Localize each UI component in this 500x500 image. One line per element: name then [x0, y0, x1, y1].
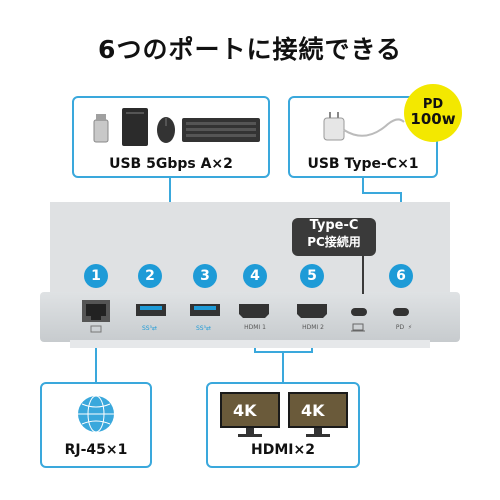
- hdmi-callout: 4K 4K HDMI×2: [206, 382, 360, 468]
- usb-c-charger-icon: [323, 112, 405, 141]
- usb-c-pd-port-icon: [393, 308, 409, 316]
- port-number-4: 4: [243, 264, 267, 288]
- usb-flash-drive-icon: [93, 114, 109, 143]
- keyboard-icon: [182, 118, 260, 142]
- page-title: 6つのポートに接続できる: [98, 35, 402, 64]
- port-number-6: 6: [389, 264, 413, 288]
- lightning-icon: ⚡: [407, 324, 413, 331]
- rj45-label: RJ-45×1: [64, 442, 128, 458]
- svg-text:SS⁵⇄: SS⁵⇄: [196, 325, 211, 332]
- mouse-icon: [157, 117, 175, 143]
- rj45-callout: RJ-45×1: [40, 382, 152, 468]
- monitor-icon: 4K: [288, 392, 348, 437]
- usb-c-pc-port-icon: [351, 308, 367, 332]
- port-number-2: 2: [138, 264, 162, 288]
- rj45-port-icon: [82, 300, 110, 333]
- typec-pc-connection-note: Type-C PC接続用: [292, 218, 376, 256]
- pd-badge-line2: 100w: [410, 109, 456, 128]
- hdmi-2-port-label: HDMI 2: [302, 324, 324, 331]
- globe-icon: [78, 395, 114, 433]
- dual-4k-monitors-illustration: 4K 4K: [220, 392, 348, 437]
- usb-a-port-2-icon: SS⁵⇄: [190, 304, 220, 332]
- hdmi-label: HDMI×2: [251, 442, 315, 458]
- typec-note-line2: PC接続用: [307, 235, 361, 249]
- usb-c-label: USB Type-C×1: [307, 156, 419, 172]
- typec-note-line1: Type-C: [309, 218, 359, 233]
- usb-a-label: USB 5Gbps A×2: [109, 156, 233, 172]
- monitor-icon: 4K: [220, 392, 280, 437]
- pd-badge-line1: PD: [422, 97, 444, 113]
- usb-a-callout: USB 5Gbps A×2: [72, 96, 270, 178]
- pd-port-label: PD: [395, 324, 405, 331]
- pd-100w-badge: PD 100w: [404, 84, 462, 142]
- svg-text:SS⁵⇄: SS⁵⇄: [142, 325, 157, 332]
- port-number-3: 3: [193, 264, 217, 288]
- monitor-4k-text-2: 4K: [301, 401, 325, 420]
- hdmi-port-2-icon: [297, 304, 327, 318]
- external-drive-icon: [122, 108, 148, 146]
- monitor-4k-text-1: 4K: [233, 401, 257, 420]
- port-number-5: 5: [300, 264, 324, 288]
- hdmi-1-port-label: HDMI 1: [244, 324, 266, 331]
- usb-a-port-1-icon: SS⁵⇄: [136, 304, 166, 332]
- port-number-1: 1: [84, 264, 108, 288]
- hdmi-port-1-icon: [239, 304, 269, 318]
- typec-note-pointer: [362, 256, 364, 294]
- usb-devices-illustration: [93, 108, 260, 146]
